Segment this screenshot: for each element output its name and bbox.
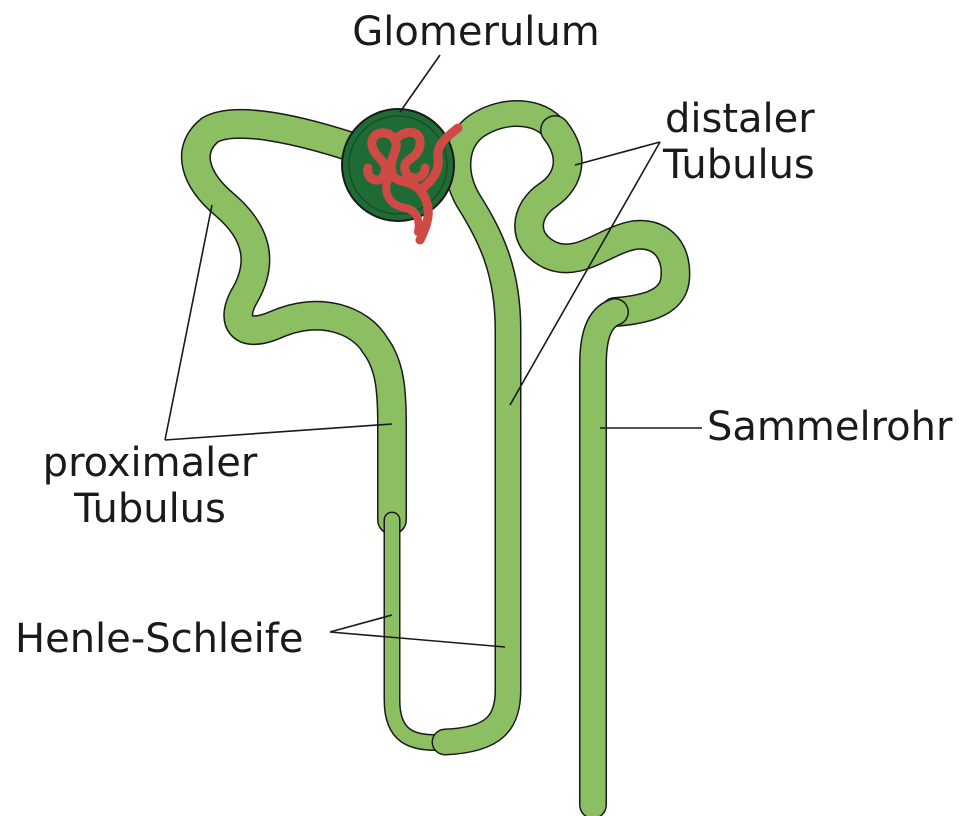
henle-loop bbox=[383, 100, 569, 756]
label-henle: Henle-Schleife bbox=[15, 616, 303, 662]
henle-leader-lower bbox=[329, 631, 506, 648]
henle-leader-upper bbox=[329, 614, 393, 633]
label-proximal-line2: Tubulus bbox=[73, 486, 226, 532]
henle-ascending-fill bbox=[433, 101, 567, 754]
label-distal-line1: distaler bbox=[665, 96, 815, 142]
bowman-capsule-inner bbox=[348, 115, 448, 215]
labels: Glomerulum distaler Tubulus proximaler T… bbox=[15, 9, 953, 662]
proximal-leader-lower bbox=[164, 423, 393, 441]
glomerulus bbox=[341, 108, 463, 245]
label-glomerulum: Glomerulum bbox=[352, 9, 599, 55]
distal-tubule-fill bbox=[515, 116, 689, 326]
distal-tubule bbox=[514, 115, 691, 327]
distal-leader-lower bbox=[509, 141, 661, 406]
collecting-duct-fill bbox=[580, 299, 628, 816]
label-distal-line2: Tubulus bbox=[662, 142, 815, 188]
leader-lines bbox=[164, 54, 702, 648]
proximal-leader-upper bbox=[164, 204, 213, 441]
collecting-duct bbox=[579, 298, 629, 816]
capillary-tuft bbox=[363, 123, 463, 245]
label-proximal-line1: proximaler bbox=[43, 440, 258, 486]
distal-leader-upper bbox=[574, 141, 661, 166]
label-collecting: Sammelrohr bbox=[707, 404, 953, 450]
glomerulum-leader bbox=[399, 54, 441, 113]
proximal-tubule bbox=[180, 108, 407, 535]
proximal-tubule-fill bbox=[182, 110, 406, 534]
